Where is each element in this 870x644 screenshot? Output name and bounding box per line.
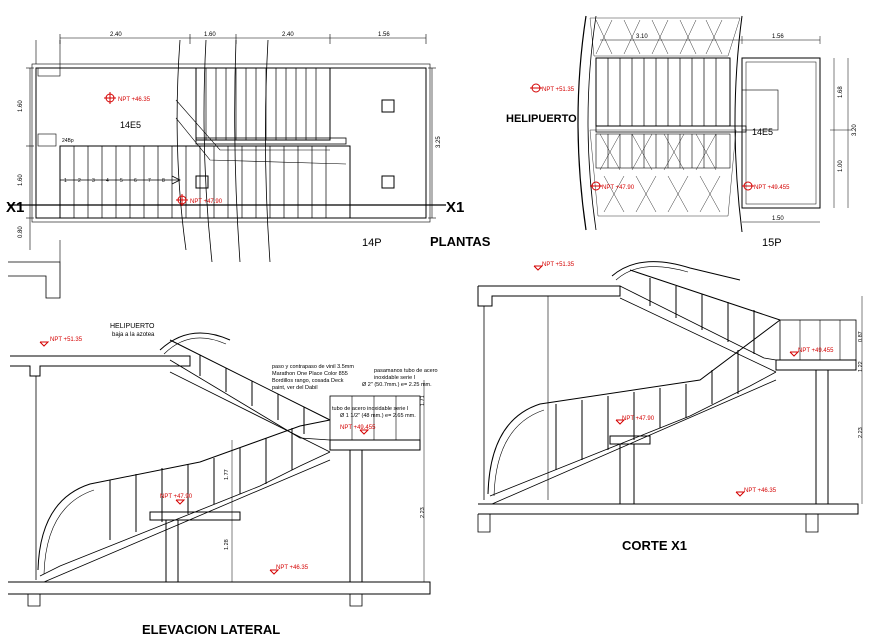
- sec-dim-1: 0.87: [858, 331, 864, 342]
- level-lower-label: NPT +47.90: [190, 199, 223, 205]
- plan-14p-labels: 2.40 1.60 2.40 1.56 1.60 1.60 0.80 3.25 …: [6, 32, 491, 249]
- elevation-labels: HELIPUERTO baja a la azotea NPT +51.35 p…: [50, 323, 438, 637]
- dim-15p-right-3: 3.20: [852, 124, 858, 136]
- finish-note-1: paso y contrapaso de vinil 3.5mm: [272, 364, 354, 370]
- finish-note-4: paint, ver del Dabil: [272, 385, 318, 391]
- plan-14p: [8, 34, 446, 299]
- floor-15p: 15P: [762, 237, 782, 249]
- plantas-title: PLANTAS: [430, 234, 491, 249]
- plan-15p: [530, 15, 852, 233]
- step-7: 7: [148, 178, 151, 184]
- elevation-drawing: [8, 332, 431, 607]
- heli-note-2: baja a la azotea: [112, 332, 155, 338]
- elev-level-top: NPT +51.35: [50, 337, 83, 343]
- sec-level-mid: NPT +47.90: [622, 416, 655, 422]
- finish-note-2: Marathon One Place Color 855: [272, 371, 348, 377]
- step-8: 8: [162, 178, 165, 184]
- step-2: 2: [78, 178, 81, 184]
- floor-14p: 14P: [362, 237, 382, 249]
- sec-level-top: NPT +51.35: [542, 262, 575, 268]
- elev-dim-2: 1.77: [224, 469, 230, 480]
- tube-note-1: tubo de acero inoxidable serie I: [332, 406, 409, 412]
- step-4: 4: [106, 178, 109, 184]
- room-15p: 14E5: [752, 127, 773, 137]
- dim-15p-top-right: 1.56: [772, 34, 784, 40]
- helipuerto-label: HELIPUERTO: [506, 113, 577, 125]
- tube-note-2: Ø 1 1/2" (48 mm.) e= 2.65 mm.: [340, 413, 416, 419]
- section-drawing: [477, 261, 863, 533]
- level-15p-b: NPT +47.90: [602, 185, 635, 191]
- elev-level-mid: NPT +47.90: [160, 494, 193, 500]
- dim-15p-bottom: 1.50: [772, 216, 784, 222]
- elev-dim-4: 2.23: [420, 507, 426, 518]
- small-label: 24Bp: [62, 138, 74, 144]
- dim-15p-right-2: 1.00: [838, 160, 844, 172]
- dim-top-4: 1.56: [378, 32, 390, 38]
- sec-level-landing: NPT +49.455: [798, 348, 834, 354]
- level-15p-a: NPT +51.35: [542, 87, 575, 93]
- sec-dim-2: 1.22: [858, 361, 864, 372]
- dim-left-upper: 1.60: [18, 100, 24, 112]
- step-3: 3: [92, 178, 95, 184]
- step-1: 1: [64, 178, 67, 184]
- sec-dim-3: 2.23: [858, 427, 864, 438]
- sec-level-bottom: NPT +46.35: [744, 488, 777, 494]
- plan-15p-labels: 3.10 1.56 1.50 1.68 1.00 3.20 HELIPUERTO…: [506, 34, 858, 249]
- dim-left-bottom: 0.80: [18, 226, 24, 238]
- rail-note-1: pasamanos tubo de acero: [374, 368, 438, 374]
- section-labels: NPT +51.35 NPT +49.455 NPT +47.90 NPT +4…: [542, 262, 864, 553]
- rail-note-3: Ø 2" (50.7mm.) e= 2.25 mm.: [362, 382, 432, 388]
- step-6: 6: [134, 178, 137, 184]
- section-mark-right: X1: [446, 199, 464, 216]
- section-mark-left: X1: [6, 199, 24, 216]
- elev-dim-1: 1.71: [420, 395, 426, 406]
- dim-15p-top: 3.10: [636, 34, 648, 40]
- elev-level-landing: NPT +49.455: [340, 425, 376, 431]
- dim-top-3: 2.40: [282, 32, 294, 38]
- step-5: 5: [120, 178, 123, 184]
- level-15p-c: NPT +49.455: [754, 185, 790, 191]
- finish-note-3: Bordillos rango, cosada Deck: [272, 378, 344, 384]
- elevation-title: ELEVACION LATERAL: [142, 622, 280, 637]
- level-label: NPT +46.35: [118, 97, 151, 103]
- section-title: CORTE X1: [622, 538, 687, 553]
- elev-dim-3: 1.28: [224, 539, 230, 550]
- elev-level-bottom: NPT +46.35: [276, 565, 309, 571]
- rail-note-2: inoxidable serie I: [374, 375, 416, 381]
- dim-right: 3.25: [436, 136, 442, 148]
- room-label: 14E5: [120, 120, 141, 130]
- heli-note-1: HELIPUERTO: [110, 323, 155, 330]
- dim-top-1: 2.40: [110, 32, 122, 38]
- dim-top-2: 1.60: [204, 32, 216, 38]
- dim-left-lower: 1.60: [18, 174, 24, 186]
- dim-15p-right-1: 1.68: [838, 86, 844, 98]
